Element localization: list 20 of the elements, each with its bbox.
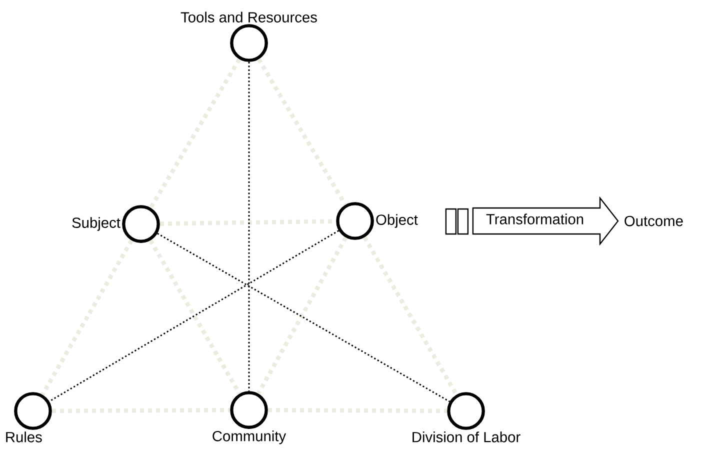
connector-line [362,236,458,396]
node-label: Object [376,214,418,228]
connector-line [268,408,448,414]
dotted-line [48,230,340,402]
node-label: Subject [72,217,120,231]
block-arrow [445,196,619,246]
connector-line [148,239,242,395]
connector-line [256,236,348,395]
edge-label: Transformation [486,214,584,224]
dotted-line [248,62,250,392]
node-label: Tools and Resources [180,12,317,22]
node-label: Community [212,430,286,444]
node-label: Division of Labor [412,432,520,442]
node-label: Rules [6,432,42,442]
connector-line [52,408,230,414]
connector-line [256,58,348,206]
connector-line [148,58,242,209]
connector-line [40,239,134,396]
node-text: Outcome [624,216,683,226]
dotted-line [157,232,450,402]
